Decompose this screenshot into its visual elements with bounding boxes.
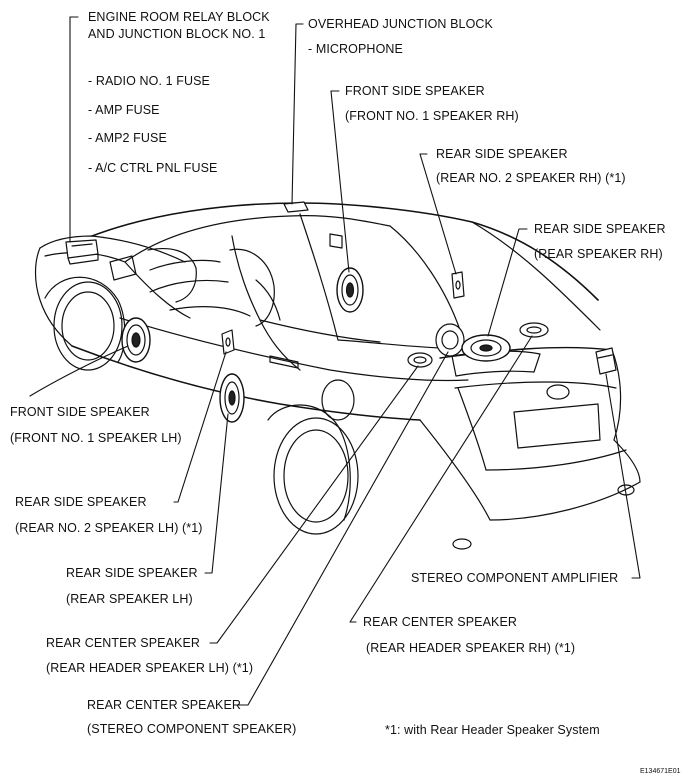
label-front-no1-speaker-rh: (FRONT NO. 1 SPEAKER RH) <box>345 109 519 123</box>
stereo-component-amplifier <box>595 347 617 375</box>
label-junction-block-no1: AND JUNCTION BLOCK NO. 1 <box>88 27 266 41</box>
label-rear-center-speaker-rh: REAR CENTER SPEAKER <box>363 615 518 629</box>
wheel-rear <box>267 404 359 535</box>
cabin-structure <box>109 213 461 421</box>
wheel-front <box>44 276 126 371</box>
label-front-no1-speaker-lh: (FRONT NO. 1 SPEAKER LH) <box>10 431 182 445</box>
overhead-junction-block <box>283 201 309 213</box>
label-rear-side-speaker-lh: REAR SIDE SPEAKER <box>66 566 198 580</box>
label-rear-header-speaker-rh: (REAR HEADER SPEAKER RH) (*1) <box>366 641 576 655</box>
rear-side-speaker-lh <box>219 373 245 423</box>
rear-side-speaker-no2-lh <box>221 329 235 355</box>
rear-center-speaker-lh <box>407 352 433 368</box>
label-rear-no2-speaker-lh: (REAR NO. 2 SPEAKER LH) (*1) <box>15 521 203 535</box>
front-side-speaker-lh <box>121 317 151 363</box>
front-side-speaker-rh <box>336 267 364 313</box>
label-front-side-speaker-rh: FRONT SIDE SPEAKER <box>345 84 485 98</box>
label-rear-header-speaker-lh: (REAR HEADER SPEAKER LH) (*1) <box>46 661 254 675</box>
label-rear-side-speaker-no2-lh: REAR SIDE SPEAKER <box>15 495 147 509</box>
label-rear-center-speaker-stereo: REAR CENTER SPEAKER <box>87 698 242 712</box>
label-stereo-component-speaker: (STEREO COMPONENT SPEAKER) <box>87 722 297 736</box>
rear-side-speaker-no2-rh <box>451 271 465 299</box>
label-radio-fuse: - RADIO NO. 1 FUSE <box>88 74 210 88</box>
label-rear-no2-speaker-rh: (REAR NO. 2 SPEAKER RH) (*1) <box>436 171 626 185</box>
label-rear-speaker-rh: (REAR SPEAKER RH) <box>534 247 663 261</box>
footnote: *1: with Rear Header Speaker System <box>385 723 600 737</box>
label-overhead-junction-block: OVERHEAD JUNCTION BLOCK <box>308 17 493 31</box>
label-stereo-component-amplifier: STEREO COMPONENT AMPLIFIER <box>411 571 619 585</box>
label-rear-speaker-lh: (REAR SPEAKER LH) <box>66 592 193 606</box>
car-body-outline <box>34 202 641 550</box>
label-amp-fuse: - AMP FUSE <box>88 103 160 117</box>
label-amp2-fuse: - AMP2 FUSE <box>88 131 167 145</box>
label-rear-center-speaker-lh: REAR CENTER SPEAKER <box>46 636 201 650</box>
rear-center-speaker-rh <box>519 322 549 338</box>
label-rear-side-speaker-rh: REAR SIDE SPEAKER <box>534 222 666 236</box>
label-engine-room-relay-block: ENGINE ROOM RELAY BLOCK <box>88 10 270 24</box>
leader-lines <box>29 16 641 706</box>
label-ac-ctrl-fuse: - A/C CTRL PNL FUSE <box>88 161 218 175</box>
rear-side-speaker-rh <box>461 334 511 362</box>
label-rear-side-speaker-no2-rh: REAR SIDE SPEAKER <box>436 147 568 161</box>
figure-code: E134671E01 <box>640 768 681 775</box>
engine-room-relay-block <box>65 239 99 265</box>
label-front-side-speaker-lh: FRONT SIDE SPEAKER <box>10 405 150 419</box>
rear-center-speaker-stereo <box>435 323 465 357</box>
label-microphone: - MICROPHONE <box>308 42 403 56</box>
